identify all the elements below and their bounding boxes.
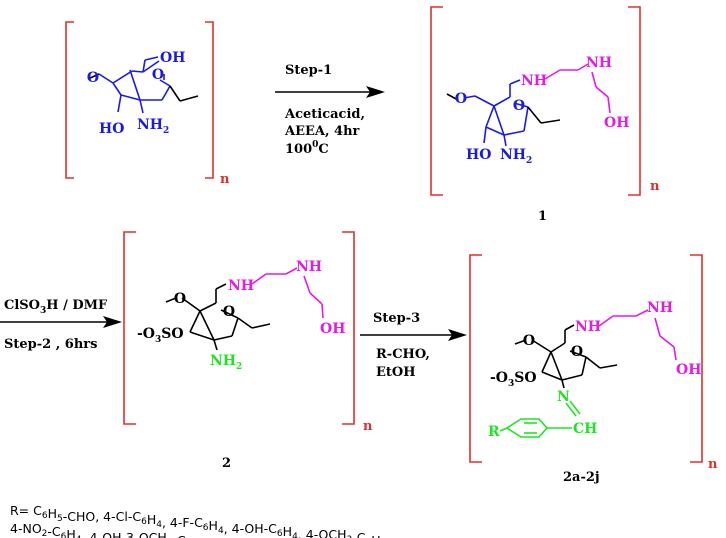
chitosan-structure: n O O OH HO NH2 (65, 21, 230, 187)
compound-2a-2j-structure: n O O NH NH OH - (469, 254, 718, 485)
amine-nh-1: NH (575, 319, 601, 335)
step3-arrowhead (448, 329, 467, 341)
terminal-hydroxyl: OH (676, 362, 701, 378)
step1-reagent-2: AEEA, 4hr (284, 124, 360, 139)
ring-oxygen: O (571, 344, 583, 360)
bracket-right (690, 254, 703, 463)
r-group-footnote: R= C6H5-CHO, 4-Cl-C6H4, 4-F-C6H4, 4-OH-C… (10, 503, 494, 538)
terminal-hydroxyl: OH (320, 321, 345, 337)
step2-arrowhead (103, 316, 122, 328)
step1-arrow-group: Step-1 Aceticacid, AEEA, 4hr 1000C (275, 63, 385, 157)
ring-oxygen: O (513, 98, 525, 114)
amine-nh-1: NH (228, 278, 254, 294)
compound-1-label: 1 (538, 209, 547, 224)
step2-reagent: ClSO3H / DMF (4, 298, 108, 316)
amine-c2: NH2 (500, 147, 532, 166)
repeat-n: n (220, 172, 230, 187)
step3-label: Step-3 (373, 311, 420, 326)
ring-oxygen: O (152, 67, 164, 83)
ring-oxygen: O (223, 304, 235, 320)
sulfate-group: -O3SO (137, 326, 184, 345)
step3-reagent-1: R-CHO, (376, 347, 430, 362)
bracket-left (123, 231, 136, 425)
c6-oxygen: O (523, 333, 535, 349)
step1-label: Step-1 (285, 63, 332, 78)
compound-2-label: 2 (222, 456, 231, 471)
amine-nh-2: NH (296, 259, 322, 275)
imine-ch: CH (573, 421, 597, 437)
bracket-left (65, 21, 74, 179)
repeat-n: n (650, 179, 660, 194)
step1-reagent-1: Aceticacid, (284, 107, 365, 122)
bracket-right (628, 6, 641, 196)
step1-arrowhead (366, 86, 385, 98)
compound-2a-2j-label: 2a-2j (563, 470, 600, 485)
repeat-n: n (708, 457, 718, 472)
r-group: R (488, 424, 500, 440)
step2-label: Step-2 , 6hrs (4, 337, 97, 352)
sulfate-group: -O3SO (490, 370, 537, 389)
c6-oxygen: O (174, 291, 186, 307)
bracket-right (205, 21, 214, 179)
footnote-line-2: 4-NO2-C6H4, 4-OH-3-OCH3-C6H3, 2-OH-C6H4,… (10, 521, 341, 538)
amine-nh-2: NH (586, 55, 612, 71)
compound-2-structure: n O O NH NH OH - (123, 231, 373, 471)
compound-1-structure: n O O NH NH OH (430, 6, 660, 224)
amine-nh-1: NH (521, 73, 547, 89)
bracket-left (469, 254, 482, 463)
step3-reagent-2: EtOH (376, 365, 416, 380)
c6-oxygen: O (87, 70, 99, 86)
bracket-right (342, 231, 355, 425)
terminal-hydroxyl: OH (604, 115, 629, 131)
step1-temperature: 1000C (285, 140, 329, 157)
amine-c2: NH2 (137, 117, 169, 136)
step3-arrow-group: Step-3 R-CHO, EtOH (360, 311, 467, 380)
step2-arrow-group: ClSO3H / DMF Step-2 , 6hrs (0, 298, 122, 352)
c6-oxygen: O (455, 91, 467, 107)
repeat-n: n (363, 419, 373, 434)
hydroxymethyl: OH (160, 50, 185, 66)
bracket-left (430, 6, 443, 196)
footnote-line-1: R= C6H5-CHO, 4-Cl-C6H4, 4-F-C6H4, 4-OH-C… (10, 503, 494, 538)
hydroxyl-c3: HO (466, 147, 491, 163)
imine-nitrogen: N (557, 389, 570, 405)
hydroxyl-c3: HO (99, 121, 124, 137)
amine-nh-2: NH (647, 300, 673, 316)
amine-c2: NH2 (210, 353, 242, 372)
